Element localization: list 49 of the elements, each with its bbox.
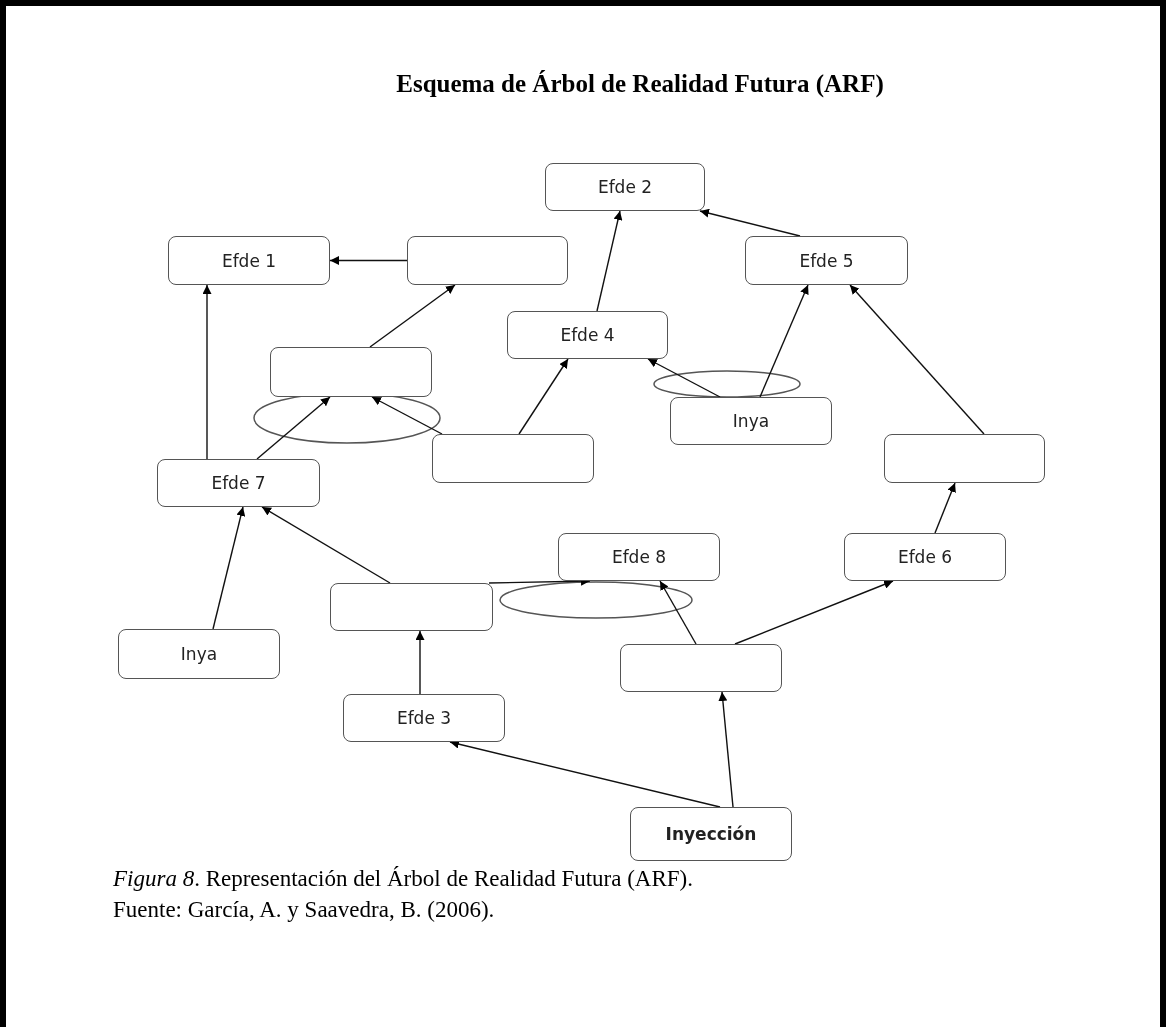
arrow — [329, 256, 408, 265]
arrow — [734, 580, 894, 645]
empty-box — [270, 347, 432, 397]
arrow — [212, 506, 246, 630]
node-label: Efde 7 — [211, 473, 266, 493]
effect-box — [507, 311, 668, 359]
title: Esquema de Árbol de Realidad Futura (ARF) — [395, 70, 885, 98]
arrow — [415, 630, 425, 695]
effect-box — [745, 236, 908, 285]
node-label: Efde 2 — [597, 177, 653, 197]
node-label: Efde 6 — [897, 547, 953, 567]
node-label: Efde 1 — [221, 250, 277, 271]
arrow — [659, 580, 697, 645]
arrow — [849, 284, 985, 435]
effect-box — [118, 629, 280, 679]
effect-box — [844, 533, 1006, 581]
effect-box — [168, 236, 330, 285]
figure-caption: Figura 8. Representación del Árbol de Realidad Futura (ARF). — [113, 866, 693, 892]
effect-box — [630, 807, 792, 861]
arrow — [647, 358, 721, 398]
effect-box — [157, 459, 320, 507]
effect-box — [545, 163, 705, 211]
effect-box — [558, 533, 720, 581]
arrow — [934, 482, 956, 534]
empty-box — [884, 434, 1045, 483]
arrow — [261, 506, 391, 584]
arrow — [518, 358, 569, 435]
effect-box — [343, 694, 505, 742]
empty-box — [407, 236, 568, 285]
arrow — [371, 396, 443, 435]
empty-box — [620, 644, 782, 692]
arrow — [369, 284, 456, 348]
effect-box — [670, 397, 832, 445]
arrow — [202, 284, 212, 460]
arrow — [596, 210, 623, 312]
node-label: Inya — [180, 644, 218, 664]
node-label: Efde 3 — [396, 708, 452, 728]
arrow — [718, 691, 734, 808]
empty-box — [432, 434, 594, 483]
arrow — [256, 396, 331, 460]
arrow — [699, 208, 801, 237]
source-note: Fuente: García, A. y Saavedra, B. (2006). — [113, 897, 495, 923]
arrow — [759, 284, 809, 398]
node-label: Inyección — [665, 824, 757, 844]
node-label: Efde 8 — [611, 547, 667, 567]
node-label: Efde 5 — [799, 250, 854, 271]
empty-box — [330, 583, 493, 631]
node-label: Efde 4 — [560, 325, 615, 345]
node-label: Inya — [732, 411, 770, 431]
